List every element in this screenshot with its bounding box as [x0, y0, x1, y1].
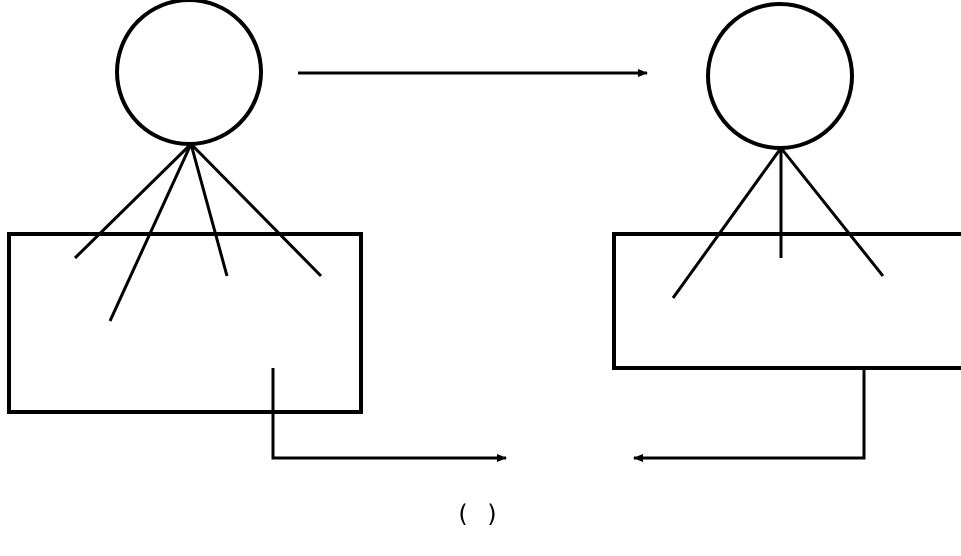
left-rectangle	[7, 232, 363, 414]
left-line-2	[108, 143, 193, 322]
right-outlet-arrow	[633, 368, 866, 462]
caption-parentheses: ( )	[458, 500, 503, 528]
left-outlet-arrow	[271, 368, 507, 462]
right-rectangle	[612, 232, 961, 370]
left-circle	[115, 0, 263, 146]
right-circle	[706, 2, 854, 150]
left-line-3	[189, 143, 229, 277]
right-line-1	[671, 147, 783, 299]
right-figure	[612, 2, 961, 462]
left-line-1	[73, 142, 193, 260]
right-line-3	[779, 147, 885, 277]
left-figure	[7, 0, 507, 462]
left-line-4	[189, 142, 323, 278]
